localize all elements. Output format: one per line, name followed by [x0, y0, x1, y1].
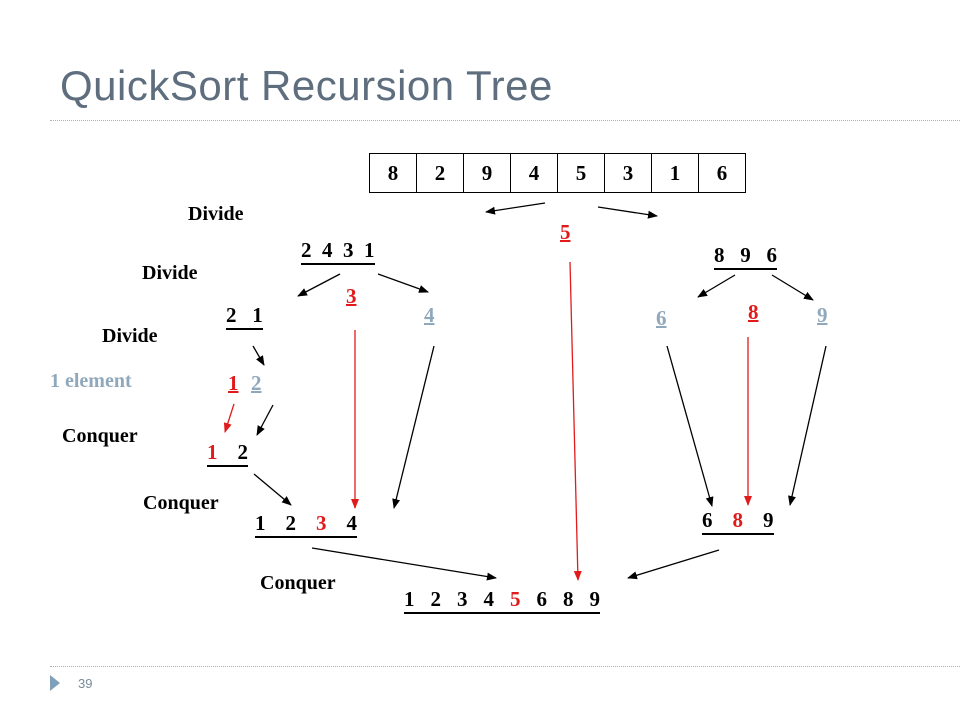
merged-value: 9	[763, 508, 774, 532]
arrow	[297, 273, 341, 297]
page-title: QuickSort Recursion Tree	[60, 62, 553, 109]
arrow	[392, 345, 435, 509]
arrow	[256, 404, 274, 436]
right-subarray: 8 9 6	[714, 243, 777, 270]
conquer-label: Conquer	[62, 425, 138, 447]
arrow	[666, 345, 714, 507]
single-element-two: 2	[251, 371, 262, 395]
right-right-subarray: 9	[817, 303, 828, 327]
merged-value: 1	[255, 511, 266, 535]
merged-value: 2	[237, 440, 249, 464]
left-right-subarray: 4	[424, 303, 435, 327]
divide-label: Divide	[102, 325, 158, 347]
left-pivot: 3	[346, 284, 357, 308]
array-cell: 9	[464, 154, 511, 192]
arrow	[771, 274, 814, 301]
merged-value: 4	[346, 511, 358, 535]
array-cell: 8	[370, 154, 417, 192]
final-value: 9	[589, 587, 601, 611]
array-cell: 6	[716, 160, 728, 185]
final-value: 6	[536, 587, 548, 611]
conquer-label: Conquer	[260, 572, 336, 594]
title-divider	[50, 120, 960, 121]
arrow	[253, 473, 292, 506]
one-element-label: 1 element	[50, 370, 132, 392]
conquer-label: Conquer	[143, 492, 219, 514]
final-value: 5	[510, 587, 521, 611]
merged-value: 1	[207, 440, 218, 464]
merged-value: 3	[316, 511, 327, 535]
merged-value: 6	[702, 508, 713, 532]
input-array: 8 2 9 4 5 3 1 6	[369, 153, 746, 193]
bullet-arrow-icon	[50, 675, 60, 691]
array-cell: 2	[417, 154, 464, 192]
array-cell: 3	[605, 154, 652, 192]
arrow	[311, 547, 497, 581]
arrow	[485, 202, 546, 215]
left-left-pivot: 1	[228, 371, 239, 395]
arrow	[788, 345, 827, 506]
array-cell: 4	[511, 154, 558, 192]
merged-value: 8	[732, 508, 744, 532]
arrow	[252, 345, 265, 366]
root-pivot: 5	[560, 220, 571, 244]
arrow	[597, 206, 658, 219]
arrow	[697, 274, 736, 298]
right-pivot: 8	[748, 300, 759, 324]
array-cell: 1	[652, 154, 699, 192]
arrow	[627, 549, 720, 580]
final-value: 3	[457, 587, 468, 611]
pivot-arrow	[223, 403, 235, 433]
footer-divider	[50, 666, 960, 667]
arrow	[377, 273, 429, 293]
final-value: 8	[563, 587, 574, 611]
final-value: 2	[430, 587, 442, 611]
page-number: 39	[78, 676, 93, 691]
divide-label: Divide	[142, 262, 198, 284]
right-left-subarray: 6	[656, 306, 667, 330]
array-cell: 5	[558, 154, 605, 192]
final-value: 4	[483, 587, 495, 611]
left-subarray: 2 4 3 1	[301, 238, 375, 265]
divide-label: Divide	[188, 203, 244, 225]
left-left-subarray: 2 1	[226, 303, 263, 330]
final-value: 1	[404, 587, 415, 611]
merged-value: 2	[285, 511, 297, 535]
pivot-arrow	[569, 261, 582, 581]
